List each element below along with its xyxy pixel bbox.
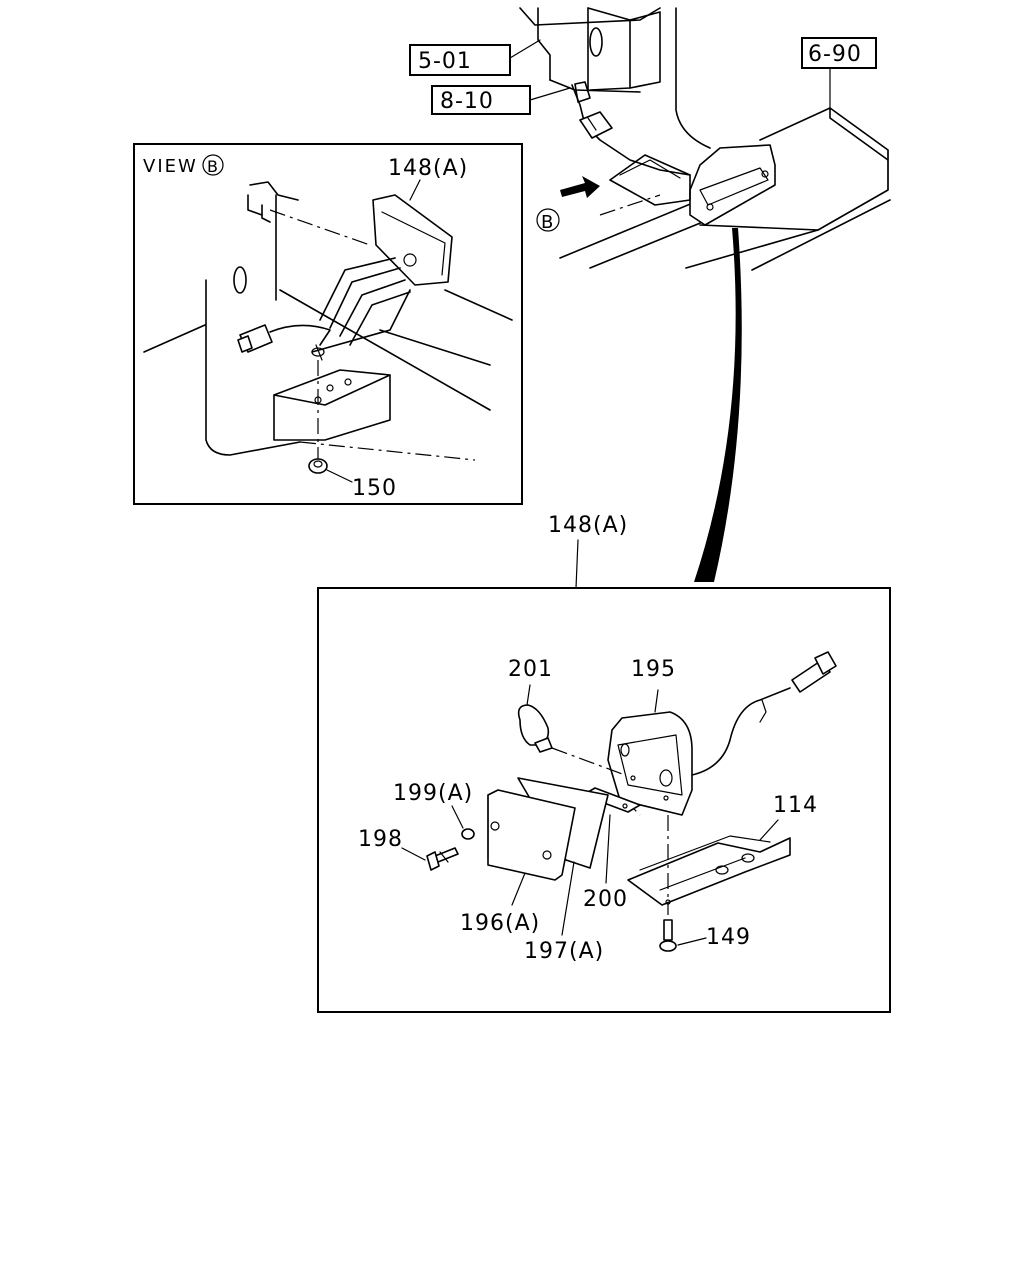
lens-196-seal-197: 196(A) 197(A)	[460, 777, 609, 964]
bulb-201: 201	[508, 657, 553, 753]
ref-5-01-label: 5-01	[418, 49, 472, 74]
part-114-label: 114	[773, 793, 818, 818]
view-arrow-icon	[560, 176, 600, 198]
part-201-label: 201	[508, 657, 553, 682]
part-200-label: 200	[583, 887, 628, 912]
part-148a-view-label: 148(A)	[388, 156, 468, 181]
ref-box-8-10: 8-10	[431, 85, 571, 115]
detail-panel: 148(A) 201 195	[317, 513, 891, 1013]
part-197a-label: 197(A)	[524, 939, 604, 964]
arrow-b-letter: B	[541, 212, 553, 233]
bracket-114: 114	[627, 793, 818, 906]
screw-149: 149	[659, 815, 751, 952]
ref-box-6-90: 6-90	[801, 37, 877, 111]
washer-199-screw-198: 199(A) 198	[358, 781, 475, 871]
view-b-panel: VIEW B	[133, 143, 523, 505]
part-150-label: 150	[352, 476, 397, 501]
ref-6-90-label: 6-90	[808, 42, 862, 67]
arrow-b-marker: B	[536, 208, 560, 233]
view-label: VIEW	[143, 156, 198, 177]
part-196a-label: 196(A)	[460, 911, 540, 936]
detail-leader-curve	[694, 228, 742, 582]
part-148a-main-label: 148(A)	[548, 513, 628, 538]
part-149-label: 149	[706, 925, 751, 950]
lamp-housing-195: 195	[551, 651, 837, 816]
part-195-label: 195	[631, 657, 676, 682]
view-letter: B	[207, 157, 218, 176]
part-198-label: 198	[358, 827, 403, 852]
ref-8-10-label: 8-10	[440, 89, 494, 114]
vehicle-frame-drawing	[519, 7, 891, 271]
ref-box-5-01: 5-01	[409, 39, 541, 76]
view-letter-circle	[202, 154, 224, 176]
part-199a-label: 199(A)	[393, 781, 473, 806]
